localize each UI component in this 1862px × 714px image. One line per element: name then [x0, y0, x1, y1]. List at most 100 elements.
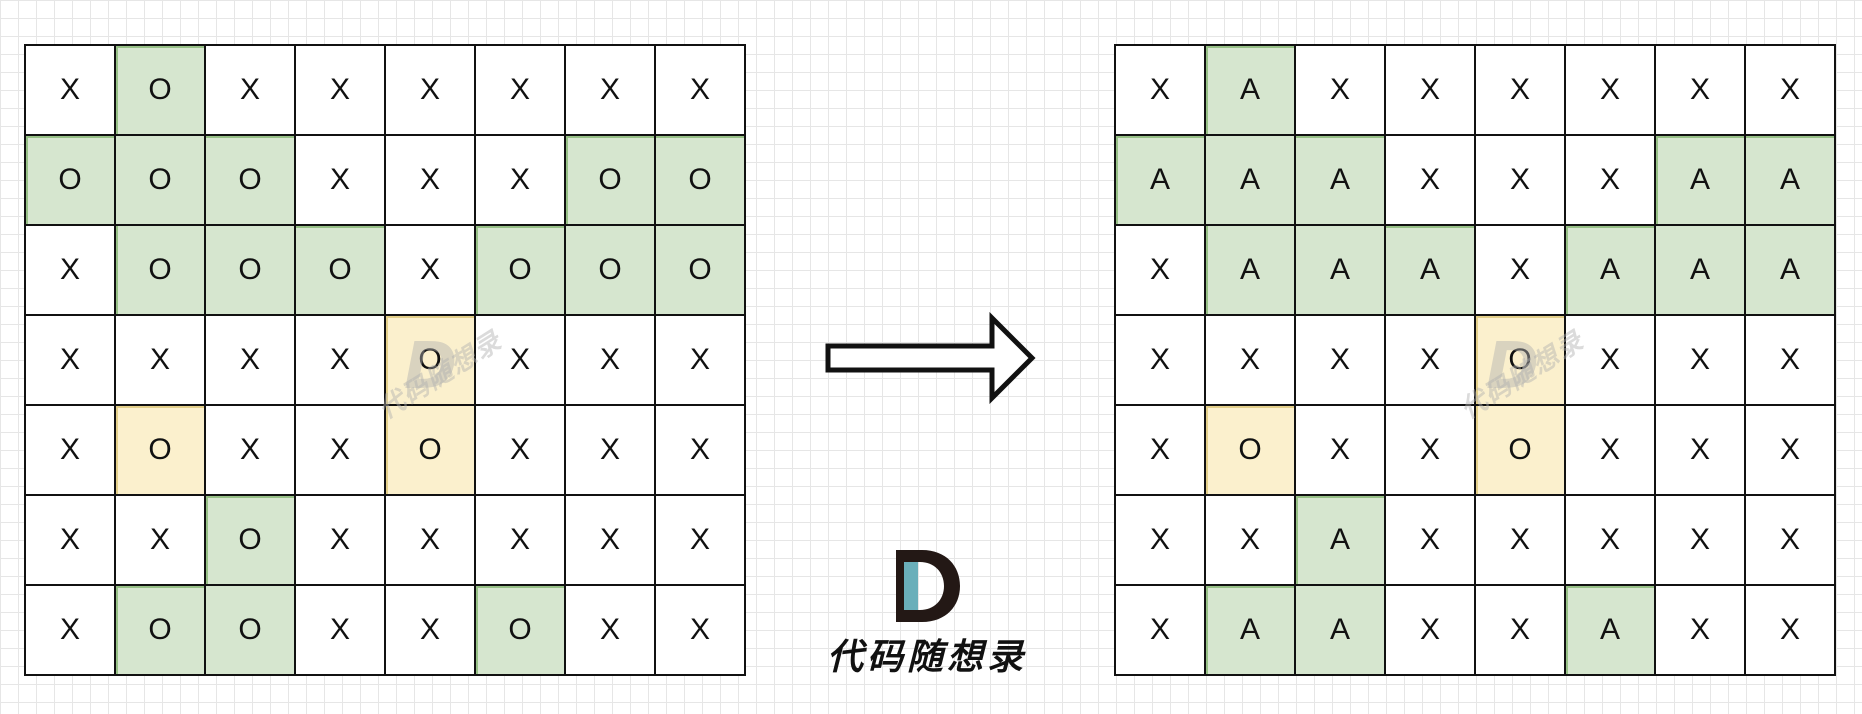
grid-cell: X — [116, 316, 206, 406]
grid-cell: X — [566, 586, 656, 676]
grid-cell: A — [1206, 586, 1296, 676]
right-arrow-icon — [825, 312, 1036, 404]
grid-cell: A — [1296, 586, 1386, 676]
grid-cell: X — [26, 496, 116, 586]
grid-cell: X — [386, 496, 476, 586]
grid-cell: A — [1746, 226, 1836, 316]
grid-cell: X — [1476, 46, 1566, 136]
grid-cell: O — [206, 496, 296, 586]
grid-cell: O — [476, 226, 566, 316]
grid-cell: X — [1116, 496, 1206, 586]
grid-cell: X — [476, 316, 566, 406]
grid-cell: O — [116, 226, 206, 316]
grid-cell: X — [386, 226, 476, 316]
grid-cell: X — [1386, 496, 1476, 586]
grid-cell: A — [1296, 226, 1386, 316]
grid-cell: O — [1476, 406, 1566, 496]
grid-cell: A — [1296, 136, 1386, 226]
grid-cell: X — [1746, 46, 1836, 136]
grid-cell: X — [1656, 316, 1746, 406]
grid-cell: A — [1116, 136, 1206, 226]
grid-cell: O — [566, 226, 656, 316]
grid-cell: X — [1116, 316, 1206, 406]
grid-cell: X — [296, 136, 386, 226]
grid-cell: X — [26, 586, 116, 676]
grid-cell: X — [566, 496, 656, 586]
grid-cell: X — [26, 406, 116, 496]
grid-cell: A — [1656, 226, 1746, 316]
grid-cell: X — [1746, 496, 1836, 586]
grid-cell: X — [656, 46, 746, 136]
grid-cell: X — [1386, 136, 1476, 226]
grid-cell: O — [26, 136, 116, 226]
logo-mark — [896, 550, 960, 622]
grid-cell: O — [656, 226, 746, 316]
grid-cell: X — [116, 496, 206, 586]
grid-cell: X — [1656, 46, 1746, 136]
grid-cell: X — [1116, 406, 1206, 496]
grid-cell: X — [1206, 316, 1296, 406]
grid-cell: X — [1746, 586, 1836, 676]
grid-cell: X — [1656, 496, 1746, 586]
grid-cell: X — [1206, 496, 1296, 586]
grid-cell: X — [1386, 586, 1476, 676]
grid-cell: X — [296, 46, 386, 136]
grid-cell: X — [476, 46, 566, 136]
grid-cell: X — [1116, 46, 1206, 136]
grid-cell: X — [566, 316, 656, 406]
grid-cell: O — [386, 316, 476, 406]
grid-cell: X — [296, 496, 386, 586]
grid-cell: X — [1296, 406, 1386, 496]
grid-cell: A — [1296, 496, 1386, 586]
grid-cell: X — [206, 46, 296, 136]
grid-cell: X — [1296, 46, 1386, 136]
grid-cell: A — [1566, 586, 1656, 676]
grid-cell: X — [26, 226, 116, 316]
grid-cell: X — [1476, 496, 1566, 586]
grid-cell: O — [476, 586, 566, 676]
grid-cell: A — [1206, 46, 1296, 136]
grid-cell: X — [1476, 226, 1566, 316]
grid-cell: X — [656, 316, 746, 406]
grid-cell: X — [476, 496, 566, 586]
grid-cell: A — [1566, 226, 1656, 316]
grid-cell: X — [566, 406, 656, 496]
grid-cell: X — [656, 586, 746, 676]
grid-cell: X — [386, 586, 476, 676]
grid-cell: X — [1476, 136, 1566, 226]
grid-cell: O — [206, 226, 296, 316]
grid-cell: O — [206, 586, 296, 676]
grid-cell: X — [26, 316, 116, 406]
grid-cell: A — [1746, 136, 1836, 226]
grid-cell: X — [476, 136, 566, 226]
grid-cell: X — [1566, 316, 1656, 406]
grid-cell: X — [1386, 46, 1476, 136]
grid-cell: O — [656, 136, 746, 226]
grid-cell: X — [1116, 226, 1206, 316]
grid-cell: X — [1656, 586, 1746, 676]
grid-cell: O — [1476, 316, 1566, 406]
grid-cell: X — [26, 46, 116, 136]
grid-cell: X — [296, 586, 386, 676]
grid-cell: O — [116, 586, 206, 676]
grid-cell: X — [1746, 316, 1836, 406]
grid-cell: X — [656, 496, 746, 586]
grid-cell: X — [656, 406, 746, 496]
grid-cell: O — [566, 136, 656, 226]
grid-cell: A — [1656, 136, 1746, 226]
grid-cell: A — [1206, 226, 1296, 316]
grid-cell: X — [296, 406, 386, 496]
grid-cell: O — [386, 406, 476, 496]
grid-cell: O — [116, 136, 206, 226]
grid-cell: O — [296, 226, 386, 316]
grid-cell: O — [206, 136, 296, 226]
grid-cell: X — [386, 136, 476, 226]
grid-cell: X — [1476, 586, 1566, 676]
grid-cell: X — [1566, 46, 1656, 136]
grid-cell: X — [566, 46, 656, 136]
grid-cell: X — [1116, 586, 1206, 676]
grid-cell: X — [1566, 496, 1656, 586]
grid-cell: X — [206, 406, 296, 496]
